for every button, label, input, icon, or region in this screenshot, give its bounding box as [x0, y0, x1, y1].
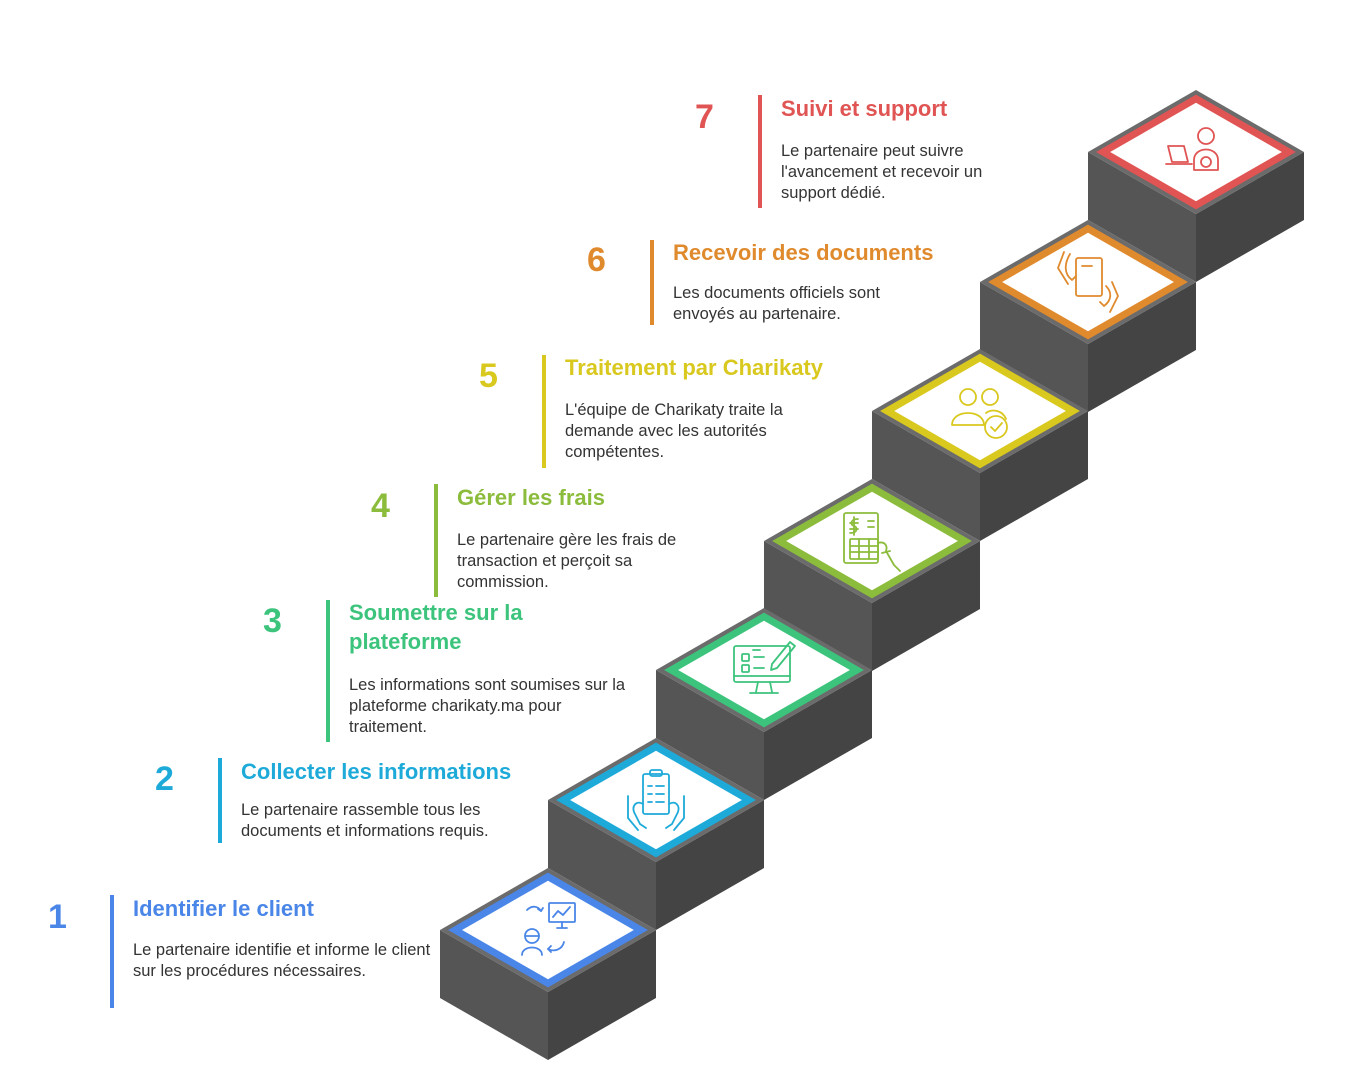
step-side-face: [1088, 282, 1196, 412]
step-description: Les documents officiels sont envoyés au …: [673, 284, 880, 323]
step-side-face: [872, 541, 980, 671]
step-number: 1: [48, 898, 67, 936]
step-description: Les informations sont soumises sur la pl…: [349, 676, 626, 736]
step-divider: [326, 600, 330, 742]
step-description: Le partenaire rassemble tous les documen…: [241, 801, 489, 840]
step-front-face: [548, 800, 656, 930]
step-divider: [758, 95, 762, 208]
step-frame: [448, 872, 648, 988]
step-side-face: [980, 411, 1088, 541]
support-agent-icon: [1165, 127, 1219, 171]
clipboard-hands-icon: [627, 769, 685, 831]
step-divider: [542, 355, 546, 468]
step-description: Le partenaire gère les frais de transact…: [457, 531, 677, 591]
step-front-face: [440, 930, 548, 1060]
stair-step-3: [656, 608, 872, 800]
step-front-face: [1088, 152, 1196, 282]
stair-step-5: [872, 349, 1088, 541]
step-frame: [664, 612, 864, 728]
step-title: Recevoir des documents: [673, 240, 934, 265]
step-number: 5: [479, 357, 498, 395]
invoice-calculator-icon: [843, 512, 901, 572]
step-frame: [880, 353, 1080, 469]
step-side-face: [1196, 152, 1304, 282]
stair-step-6: [980, 220, 1196, 412]
step-side-face: [656, 800, 764, 930]
step-number: 7: [695, 98, 714, 136]
stair-step-4: [764, 479, 980, 671]
monitor-form-icon: [733, 641, 796, 694]
step-description: Le partenaire peut suivre l'avancement e…: [781, 142, 983, 202]
step-front-face: [656, 670, 764, 800]
step-frame: [1096, 94, 1296, 210]
step-title: Soumettre sur la plateforme: [349, 600, 523, 654]
step-frame: [772, 483, 972, 599]
step-title: Traitement par Charikaty: [565, 355, 823, 380]
step-title: Suivi et support: [781, 96, 948, 121]
step-side-face: [548, 930, 656, 1060]
step-front-face: [872, 411, 980, 541]
step-title: Collecter les informations: [241, 759, 512, 784]
step-number: 4: [371, 487, 390, 525]
step-frame: [988, 224, 1188, 340]
step-divider: [434, 484, 438, 597]
step-title: Gérer les frais: [457, 485, 605, 510]
step-title: Identifier le client: [133, 896, 314, 921]
step-description: L'équipe de Charikaty traite la demande …: [565, 401, 783, 461]
step-divider: [218, 758, 222, 843]
step-number: 3: [263, 602, 282, 640]
step-divider: [110, 895, 114, 1008]
step-side-face: [764, 670, 872, 800]
step-frame: [556, 742, 756, 858]
step-front-face: [980, 282, 1088, 412]
step-number: 6: [587, 241, 606, 279]
team-check-icon: [951, 388, 1008, 439]
step-number: 2: [155, 760, 174, 798]
document-hands-icon: [1057, 251, 1119, 313]
step-divider: [650, 240, 654, 325]
stair-step-7: [1088, 90, 1304, 282]
client-presentation-icon: [521, 902, 576, 956]
stair-step-2: [548, 738, 764, 930]
stair-step-1: [440, 868, 656, 1060]
step-description: Le partenaire identifie et informe le cl…: [133, 941, 431, 980]
step-front-face: [764, 541, 872, 671]
